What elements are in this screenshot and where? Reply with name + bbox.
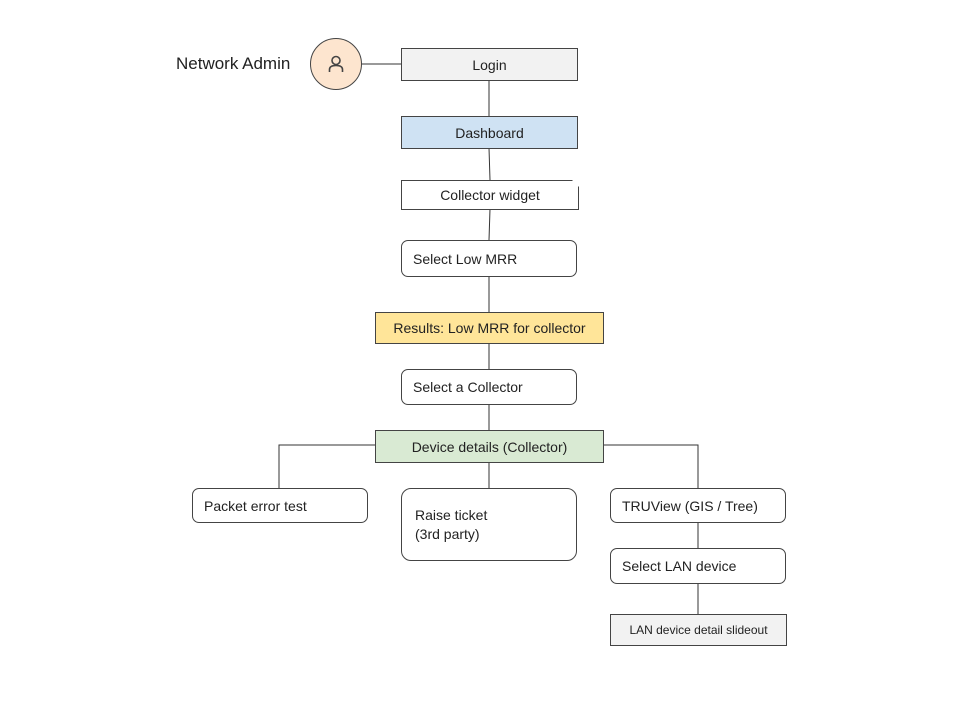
dashboard-node: Dashboard (401, 116, 578, 149)
actor-label: Network Admin (176, 54, 291, 73)
connector-dashboard-widget (488, 147, 491, 181)
select-lan-device-node: Select LAN device (610, 548, 786, 584)
packet-error-test-node: Packet error test (192, 488, 368, 523)
collector-widget-node: Collector widget (401, 180, 579, 210)
select-low-mrr-node: Select Low MRR (401, 240, 577, 277)
device-details-node: Device details (Collector) (375, 430, 604, 463)
login-node: Login (401, 48, 578, 81)
raise-ticket-line-1: Raise ticket (415, 506, 488, 523)
actor-avatar (310, 38, 362, 90)
raise-ticket-node: Raise ticket (3rd party) (401, 488, 577, 561)
select-collector-node: Select a Collector (401, 369, 577, 405)
truview-node: TRUView (GIS / Tree) (610, 488, 786, 523)
connector-device-packet (278, 444, 375, 488)
connector-widget-lowmrr (488, 208, 491, 241)
raise-ticket-line-2: (3rd party) (415, 525, 480, 542)
lan-device-slideout-node: LAN device detail slideout (610, 614, 787, 646)
connector-device-truview (603, 444, 699, 488)
user-icon (328, 55, 344, 72)
results-low-mrr-node: Results: Low MRR for collector (375, 312, 604, 344)
